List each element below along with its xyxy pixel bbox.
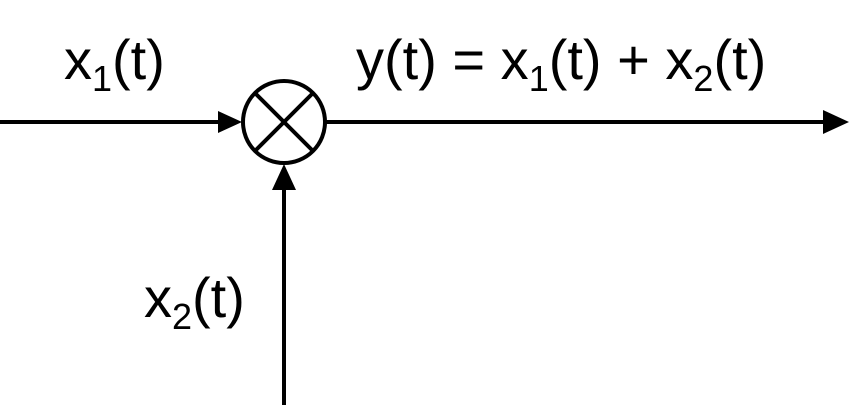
label-x2: x2(t) xyxy=(144,266,245,337)
multiplier-junction-icon xyxy=(241,79,327,165)
junction-cross-line-b xyxy=(253,91,315,153)
output-y-arrowhead-icon xyxy=(823,110,849,134)
input-x1-arrow xyxy=(0,111,242,133)
output-y-arrow xyxy=(325,110,849,134)
label-output-equation: y(t) = x1(t) + x2(t) xyxy=(356,28,766,99)
input-x2-arrow xyxy=(272,164,296,405)
label-x1: x1(t) xyxy=(64,28,165,99)
input-x1-arrowhead-icon xyxy=(218,111,242,133)
input-x2-arrowhead-icon xyxy=(272,164,296,190)
